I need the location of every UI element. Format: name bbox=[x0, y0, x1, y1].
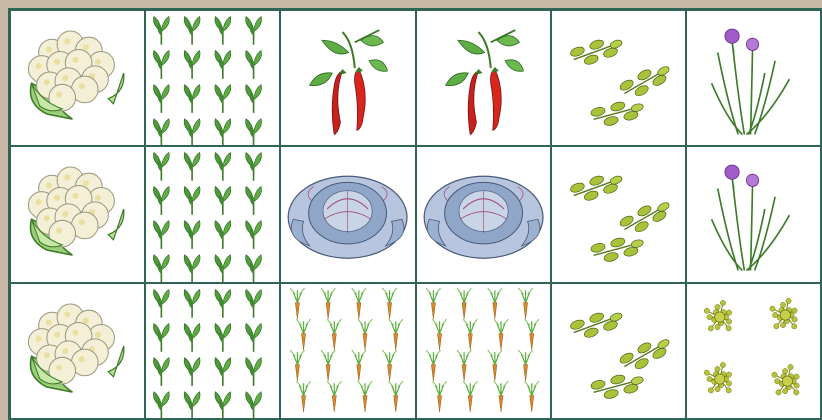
garden-cell bbox=[146, 11, 281, 147]
basil-icon bbox=[552, 11, 685, 145]
cabbage-icon bbox=[281, 147, 414, 281]
dill-icon bbox=[687, 284, 820, 418]
spinach-icon bbox=[146, 11, 279, 145]
garden-cell bbox=[417, 11, 552, 147]
cauliflower-icon bbox=[11, 284, 144, 418]
spinach-icon bbox=[146, 147, 279, 281]
cabbage-icon bbox=[417, 147, 550, 281]
garden-cell bbox=[281, 147, 416, 283]
chili-pepper-icon bbox=[417, 11, 550, 145]
garden-cell bbox=[11, 284, 146, 420]
chives-icon bbox=[687, 147, 820, 281]
basil-icon bbox=[552, 147, 685, 281]
garden-cell bbox=[281, 11, 416, 147]
garden-cell bbox=[687, 284, 822, 420]
garden-cell bbox=[417, 284, 552, 420]
garden-cell bbox=[687, 11, 822, 147]
garden-cell bbox=[552, 11, 687, 147]
garden-cell bbox=[417, 147, 552, 283]
chili-pepper-icon bbox=[281, 11, 414, 145]
garden-cell bbox=[11, 11, 146, 147]
garden-cell bbox=[552, 147, 687, 283]
cauliflower-icon bbox=[11, 11, 144, 145]
cauliflower-icon bbox=[11, 147, 144, 281]
carrot-icon bbox=[281, 284, 414, 418]
garden-cell bbox=[281, 284, 416, 420]
carrot-icon bbox=[417, 284, 550, 418]
spinach-icon bbox=[146, 284, 279, 418]
garden-grid bbox=[11, 11, 822, 420]
garden-cell bbox=[146, 284, 281, 420]
basil-icon bbox=[552, 284, 685, 418]
garden-plan-frame bbox=[8, 8, 822, 420]
garden-cell bbox=[146, 147, 281, 283]
garden-cell bbox=[11, 147, 146, 283]
garden-cell bbox=[687, 147, 822, 283]
garden-cell bbox=[552, 284, 687, 420]
chives-icon bbox=[687, 11, 820, 145]
